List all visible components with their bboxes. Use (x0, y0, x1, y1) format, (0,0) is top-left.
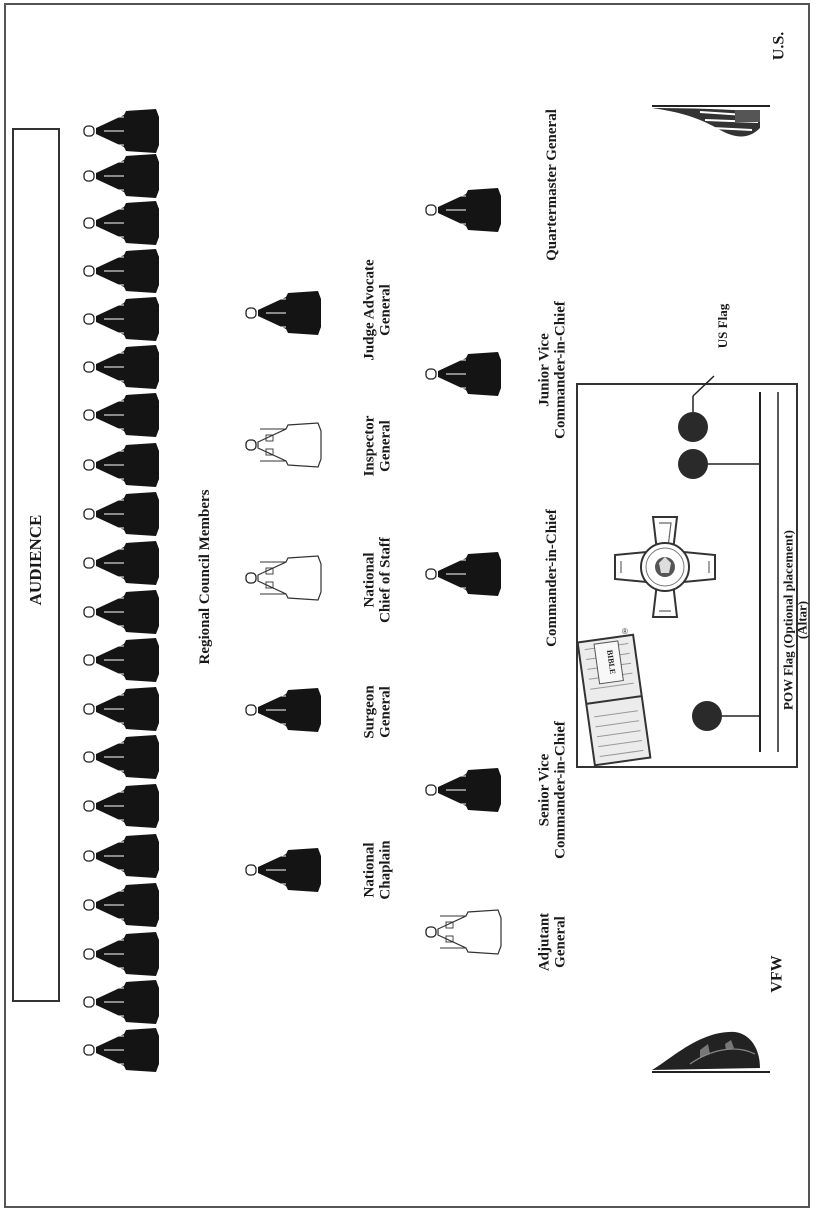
us-flag-icon (652, 105, 770, 137)
figure-national-chaplain (245, 847, 322, 893)
figure-adjutant-general (425, 909, 502, 955)
svg-text:BIBLE: BIBLE (605, 649, 617, 674)
svg-text:®: ® (622, 627, 628, 636)
vfw-flag-icon (652, 1031, 770, 1073)
figure-junior-vice-commander (425, 351, 502, 397)
us-flag-stand-icon (678, 412, 708, 442)
altar-box (576, 383, 798, 768)
figure-national-chief-of-staff (245, 555, 322, 601)
vfw-emblem-icon (614, 516, 716, 618)
flag-stand-icon (692, 701, 722, 731)
figure-judge-advocate-general (245, 290, 322, 336)
figure-inspector-general (245, 422, 322, 468)
page-frame (4, 3, 810, 1208)
figure-surgeon-general (245, 687, 322, 733)
pow-flag-stand-icon (678, 449, 708, 479)
figure-senior-vice-commander (425, 767, 502, 813)
bible-icon: BIBLE (576, 633, 652, 767)
figure-quartermaster-general (425, 187, 502, 233)
altar-items: ® BIBLE (576, 375, 779, 767)
figure-commander-in-chief (425, 551, 502, 597)
audience-box (12, 128, 60, 1002)
regional-council-members (83, 108, 160, 1073)
